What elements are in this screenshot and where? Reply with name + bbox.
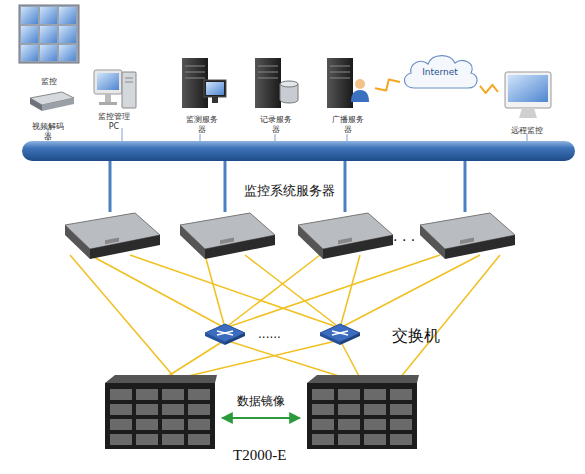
device-node: 监控管理 PC — [88, 66, 140, 132]
diagram-label: T2000-E — [233, 447, 286, 464]
server-uplinks — [110, 161, 465, 212]
record-server-icon — [255, 58, 298, 108]
cloud-node: Internet — [400, 52, 480, 92]
device-drop-lines — [48, 128, 527, 141]
switch-icons — [205, 324, 360, 345]
broadcast-server-icon — [327, 58, 369, 108]
device-label: 视频解码器 — [31, 122, 65, 142]
network-bus — [22, 141, 575, 161]
mirror-arrow — [222, 417, 300, 419]
switch-mesh — [70, 255, 500, 378]
diagram-label: 数据镜像 — [237, 393, 285, 410]
device-label: 远程监控 — [499, 126, 555, 136]
remote-monitor-icon — [505, 72, 551, 118]
lightning-link — [480, 85, 498, 93]
pc-icon — [94, 70, 136, 108]
diagram-label: ...... — [258, 327, 281, 341]
device-node: 远程监控 — [498, 68, 556, 136]
monitor-server-icon — [182, 58, 226, 108]
lightning-link — [375, 80, 400, 91]
blade-servers — [65, 213, 515, 259]
device-node: 视频解码器 — [22, 90, 74, 142]
video-decoder-icon — [30, 92, 74, 111]
device-label: 监控 — [19, 77, 79, 87]
device-label: 监控管理 PC — [96, 112, 132, 132]
device-node: 监控 — [15, 5, 83, 87]
device-label: Internet — [402, 67, 478, 77]
device-label: 记录服务器 — [259, 115, 293, 135]
diagram-label: · · · — [393, 232, 415, 248]
diagram-label: 监控系统服务器 — [244, 182, 335, 200]
storage-arrays — [105, 375, 419, 449]
device-node: 广播服务器 — [320, 55, 375, 135]
device-node: 监测服务器 — [175, 55, 229, 135]
video-wall-icon — [19, 5, 79, 63]
device-label: 广播服务器 — [331, 115, 365, 135]
device-label: 监测服务器 — [185, 115, 219, 135]
diagram-label: 交换机 — [392, 326, 440, 347]
device-node: 记录服务器 — [250, 55, 302, 135]
